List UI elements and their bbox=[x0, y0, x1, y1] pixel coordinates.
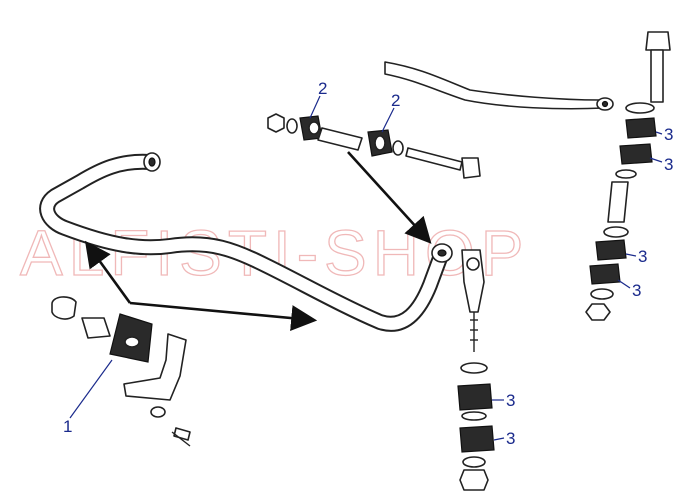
callout-3-a: 3 bbox=[664, 125, 673, 144]
bushing-3-a bbox=[625, 117, 657, 139]
bushing-3-d bbox=[589, 263, 621, 285]
anti-roll-bar bbox=[39, 152, 453, 332]
drop-link-bracket bbox=[461, 249, 485, 352]
callout-3-c: 3 bbox=[638, 247, 647, 266]
sleeve bbox=[81, 317, 111, 339]
leader-lines bbox=[69, 95, 663, 441]
bushing-3-e bbox=[457, 383, 493, 411]
callout-3-d: 3 bbox=[632, 281, 641, 300]
callout-3-b: 3 bbox=[664, 155, 673, 174]
bolt-shank bbox=[405, 147, 463, 171]
bolt-head-left bbox=[173, 427, 191, 441]
right-fastener-stack bbox=[585, 31, 671, 321]
upper-link-rod bbox=[384, 61, 614, 111]
bushing-3-f bbox=[459, 425, 495, 453]
spacer-sleeve bbox=[607, 181, 629, 223]
callout-2-left: 2 bbox=[318, 79, 327, 98]
mounting-clamp bbox=[123, 333, 187, 401]
nut-bottom-right bbox=[585, 303, 611, 321]
callout-3-f: 3 bbox=[506, 429, 515, 448]
left-mount-parts bbox=[51, 296, 191, 447]
hex-nut bbox=[267, 113, 285, 133]
arrow-to-bar-mid bbox=[129, 301, 318, 332]
callout-2-right: 2 bbox=[391, 91, 400, 110]
spacer-tube bbox=[317, 127, 363, 151]
bolt-head bbox=[461, 157, 481, 179]
arrow-to-bar-left bbox=[84, 240, 132, 304]
callout-1: 1 bbox=[63, 417, 72, 436]
callout-3-e: 3 bbox=[506, 391, 515, 410]
bushing-3-b bbox=[619, 143, 653, 165]
arrow-to-bar-end bbox=[347, 151, 432, 244]
top-fastener-row bbox=[267, 113, 481, 179]
nut-bottom bbox=[459, 469, 489, 491]
bolt-head-top bbox=[645, 31, 671, 51]
clamp bbox=[51, 296, 77, 320]
bottom-fastener-stack bbox=[457, 362, 495, 491]
bushing-3-c bbox=[595, 239, 627, 261]
